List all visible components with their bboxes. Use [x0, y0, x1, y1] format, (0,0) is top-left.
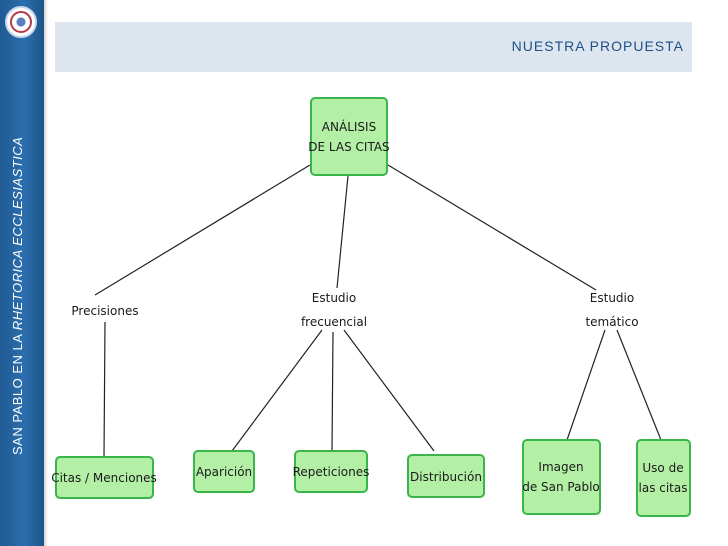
node-citas-menciones: Citas / Menciones	[51, 456, 157, 499]
node-root-analisis: ANÁLISIS DE LAS CITAS	[308, 97, 390, 176]
label-estudio-tematico: Estudio temático	[585, 291, 638, 329]
label-frecuencial-line1: Estudio	[312, 291, 356, 305]
edge-root-frecuencial	[336, 175, 349, 289]
side-band	[0, 0, 44, 546]
edge-root-precisiones	[94, 164, 311, 296]
node-aparicion: Aparición	[193, 450, 255, 493]
edge-tematico-uso	[616, 329, 662, 441]
node-citas-label: Citas / Menciones	[51, 471, 157, 485]
edge-precisiones-citas	[103, 321, 106, 458]
node-repeticiones-label: Repeticiones	[293, 465, 370, 479]
edge-tematico-imagen	[566, 329, 606, 441]
label-estudio-frecuencial: Estudio frecuencial	[301, 291, 367, 329]
edge-frecuencial-aparicion	[231, 329, 323, 452]
edge-frecuencial-distribucion	[343, 329, 435, 452]
node-repeticiones: Repeticiones	[293, 450, 370, 493]
label-tematico-line2: temático	[585, 315, 638, 329]
node-imagen-line2: de San Pablo	[522, 480, 600, 494]
seal-emblem	[10, 11, 32, 33]
label-frecuencial-line2: frecuencial	[301, 315, 367, 329]
node-root-line2: DE LAS CITAS	[308, 140, 389, 154]
header-bar: NUESTRA PROPUESTA	[55, 22, 692, 72]
node-root-line1: ANÁLISIS	[322, 119, 376, 134]
node-imagen-san-pablo: Imagen de San Pablo	[522, 439, 601, 515]
node-uso-line2: las citas	[639, 481, 688, 495]
label-tematico-line1: Estudio	[590, 291, 634, 305]
node-distribucion: Distribución	[407, 454, 485, 498]
edge-frecuencial-repeticiones	[331, 331, 334, 452]
edge-root-tematico	[387, 164, 597, 291]
node-distribucion-label: Distribución	[410, 470, 482, 484]
slide-title: NUESTRA PROPUESTA	[511, 38, 684, 54]
node-uso-citas: Uso de las citas	[636, 439, 691, 517]
node-uso-line1: Uso de	[642, 461, 683, 475]
side-band-shadow	[44, 0, 48, 546]
label-precisiones: Precisiones	[71, 304, 138, 318]
university-seal-icon	[5, 6, 37, 38]
node-aparicion-label: Aparición	[196, 465, 252, 479]
node-imagen-line1: Imagen	[538, 460, 583, 474]
